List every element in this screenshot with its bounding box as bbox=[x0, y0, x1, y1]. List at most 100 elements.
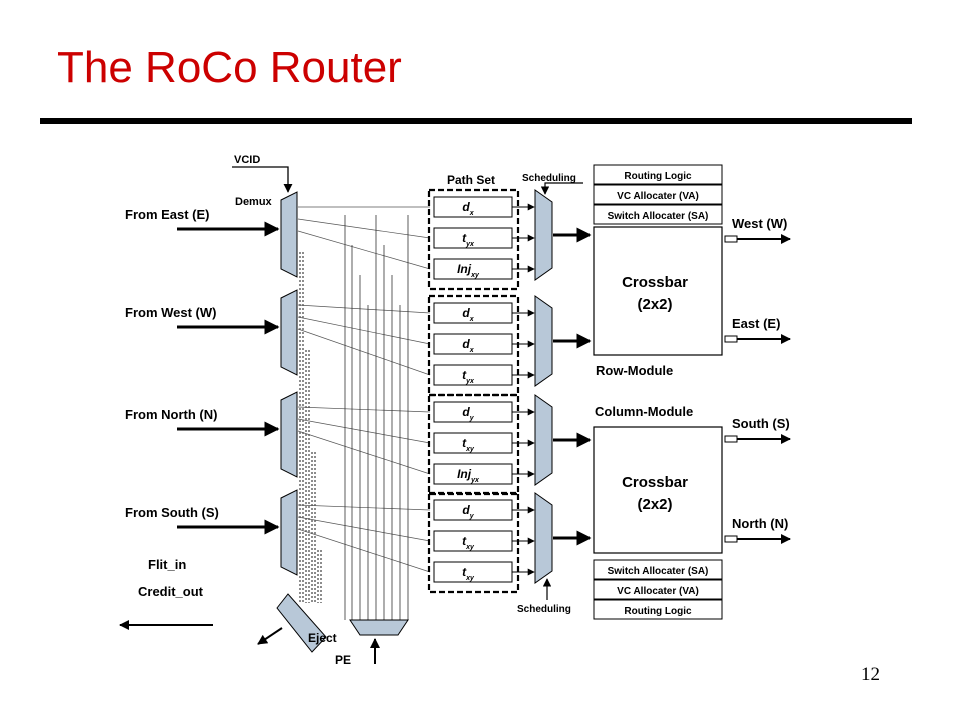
path-set-group-2 bbox=[427, 393, 520, 496]
buffer-sub-0-0: x bbox=[469, 210, 475, 217]
column-module-label: Column-Module bbox=[595, 404, 693, 419]
demux-wire-0-1 bbox=[297, 218, 431, 239]
buffer-sub-2-1: xy bbox=[465, 446, 475, 453]
credit-out-label: Credit_out bbox=[138, 584, 204, 599]
buffer-main-2-0: d bbox=[462, 405, 470, 419]
output-label-3: North (N) bbox=[732, 516, 788, 531]
bottom-logic-label-2: Routing Logic bbox=[624, 606, 692, 617]
crossbar-box-0 bbox=[593, 226, 723, 356]
input-label-2: From North (N) bbox=[125, 407, 217, 422]
pe-label: PE bbox=[335, 653, 351, 667]
buffer-sub-3-1: xy bbox=[465, 544, 475, 551]
buffer-label-1-0: dx bbox=[462, 306, 474, 323]
pe-mux bbox=[349, 619, 409, 636]
out-mux-2 bbox=[534, 394, 553, 486]
buffer-label-0-2: Injxy bbox=[457, 262, 480, 279]
buffer-sub-3-0: y bbox=[469, 513, 475, 520]
crossbar-box-1 bbox=[593, 426, 723, 554]
scheduling-top-line bbox=[540, 182, 583, 195]
vcid-line bbox=[232, 166, 293, 193]
path-set-group-1 bbox=[427, 294, 520, 397]
buffer-main-1-0: d bbox=[462, 306, 470, 320]
scheduling-bottom-label: Scheduling bbox=[517, 604, 571, 615]
output-port-0 bbox=[724, 235, 738, 243]
buffer-sub-0-2: xy bbox=[470, 272, 480, 279]
page-number: 12 bbox=[861, 664, 880, 685]
buffer-label-3-2: txy bbox=[462, 565, 475, 582]
top-logic-label-2: Switch Allocater (SA) bbox=[608, 211, 709, 222]
demux-wire-1-2 bbox=[297, 328, 431, 376]
top-logic-box-2 bbox=[593, 204, 723, 225]
input-label-1: From West (W) bbox=[125, 305, 216, 320]
slide-title: The RoCo Router bbox=[57, 43, 402, 92]
demux-wire-2-2 bbox=[297, 430, 431, 475]
demux-2 bbox=[280, 391, 298, 478]
eject-arrow bbox=[257, 627, 283, 645]
demux-wire-2-1 bbox=[297, 418, 431, 444]
buffer-main-1-1: d bbox=[462, 337, 470, 351]
eject-label: Eject bbox=[308, 631, 337, 645]
buffer-main-1-2: t bbox=[462, 368, 467, 382]
buffer-sub-1-1: x bbox=[469, 347, 475, 354]
path-set-group-3 bbox=[427, 491, 520, 594]
crossbar-size-0: (2x2) bbox=[637, 296, 672, 313]
demux-wire-1-0 bbox=[297, 304, 431, 314]
out-mux-3 bbox=[534, 492, 553, 584]
output-label-1: East (E) bbox=[732, 316, 780, 331]
top-logic-box-0 bbox=[593, 164, 723, 185]
demux-label: Demux bbox=[235, 196, 273, 208]
flit-in-label: Flit_in bbox=[148, 557, 186, 572]
demux-wire-3-0 bbox=[297, 504, 431, 511]
demux-3 bbox=[280, 489, 298, 576]
title-divider bbox=[40, 118, 912, 124]
crossbar-size-1: (2x2) bbox=[637, 496, 672, 513]
buffer-main-3-0: d bbox=[462, 503, 470, 517]
vcid-label: VCID bbox=[234, 154, 260, 166]
out-mux-1 bbox=[534, 295, 553, 387]
output-port-1 bbox=[724, 335, 738, 343]
bottom-logic-box-1 bbox=[593, 579, 723, 600]
output-port-2 bbox=[724, 435, 738, 443]
bottom-logic-box-2 bbox=[593, 599, 723, 620]
input-label-3: From South (S) bbox=[125, 505, 219, 520]
path-set-label: Path Set bbox=[447, 173, 495, 187]
demux-wire-2-0 bbox=[297, 406, 431, 413]
bottom-logic-label-1: VC Allocater (VA) bbox=[617, 586, 699, 597]
buffer-label-1-1: dx bbox=[462, 337, 474, 354]
eject-mux bbox=[276, 593, 327, 653]
buffer-main-0-1: t bbox=[462, 231, 467, 245]
demux-wire-3-1 bbox=[297, 516, 431, 542]
buffer-label-2-0: dy bbox=[462, 405, 474, 422]
out-mux-0 bbox=[534, 189, 553, 281]
buffer-main-3-1: t bbox=[462, 534, 467, 548]
demux-wire-0-2 bbox=[297, 230, 431, 270]
path-set-group-0 bbox=[427, 188, 520, 291]
output-label-0: West (W) bbox=[732, 216, 787, 231]
buffer-main-3-2: t bbox=[462, 565, 467, 579]
buffer-main-0-0: d bbox=[462, 200, 470, 214]
crossbar-label-1: Crossbar bbox=[622, 474, 688, 491]
top-logic-box-1 bbox=[593, 184, 723, 205]
scheduling-top-label: Scheduling bbox=[522, 173, 576, 184]
crossbar-label-0: Crossbar bbox=[622, 274, 688, 291]
output-label-2: South (S) bbox=[732, 416, 790, 431]
buffer-label-0-1: tyx bbox=[462, 231, 475, 248]
buffer-main-2-1: t bbox=[462, 436, 467, 450]
buffer-sub-3-2: xy bbox=[465, 575, 475, 582]
bottom-logic-box-0 bbox=[593, 559, 723, 580]
buffer-sub-1-2: yx bbox=[465, 378, 475, 385]
demux-wire-1-1 bbox=[297, 316, 431, 345]
input-label-0: From East (E) bbox=[125, 207, 210, 222]
row-module-label: Row-Module bbox=[596, 363, 673, 378]
buffer-label-0-0: dx bbox=[462, 200, 474, 217]
buffer-main-2-2: Inj bbox=[457, 467, 472, 481]
buffer-label-3-1: txy bbox=[462, 534, 475, 551]
demux-0 bbox=[280, 191, 298, 278]
buffer-sub-0-1: yx bbox=[465, 241, 475, 248]
top-logic-label-1: VC Allocater (VA) bbox=[617, 191, 699, 202]
buffer-sub-1-0: x bbox=[469, 316, 475, 323]
top-logic-label-0: Routing Logic bbox=[624, 171, 692, 182]
bottom-logic-label-0: Switch Allocater (SA) bbox=[608, 566, 709, 577]
output-port-3 bbox=[724, 535, 738, 543]
